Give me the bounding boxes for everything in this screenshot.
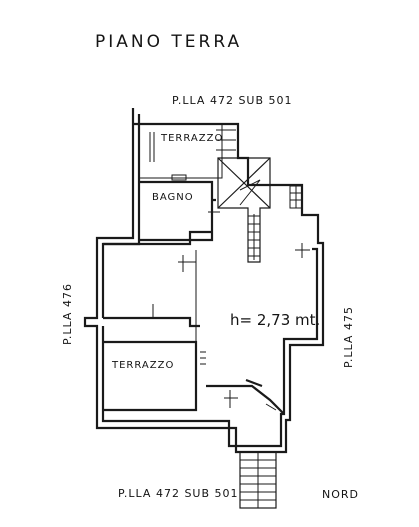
ceiling-height-note: h= 2,73 mt.	[230, 311, 320, 329]
plot-label-top: P.LLA 472 SUB 501	[172, 94, 293, 107]
side-steps	[289, 185, 303, 209]
upper-terrace-label: TERRAZZO	[160, 133, 223, 144]
plot-label-right: P.LLA 475	[342, 306, 355, 368]
lobby-walls	[206, 378, 285, 415]
exterior-stair	[239, 451, 277, 509]
north-label: NORD	[322, 488, 359, 501]
plot-label-bottom: P.LLA 472 SUB 501	[118, 487, 239, 500]
staircase-steps	[248, 214, 260, 260]
lower-terrace-walls	[103, 340, 198, 412]
outer-wall	[83, 108, 325, 454]
outer-wall-inner-line	[101, 114, 319, 448]
lower-terrace-label: TERRAZZO	[111, 360, 174, 371]
bathroom-walls	[139, 180, 216, 242]
bathroom-label: BAGNO	[152, 192, 194, 203]
upper-terrace-outline	[138, 123, 223, 179]
plan-title: PIANO TERRA	[95, 32, 242, 52]
staircase-outline	[217, 157, 271, 263]
plot-label-left: P.LLA 476	[61, 283, 74, 345]
middle-partition	[103, 230, 212, 328]
